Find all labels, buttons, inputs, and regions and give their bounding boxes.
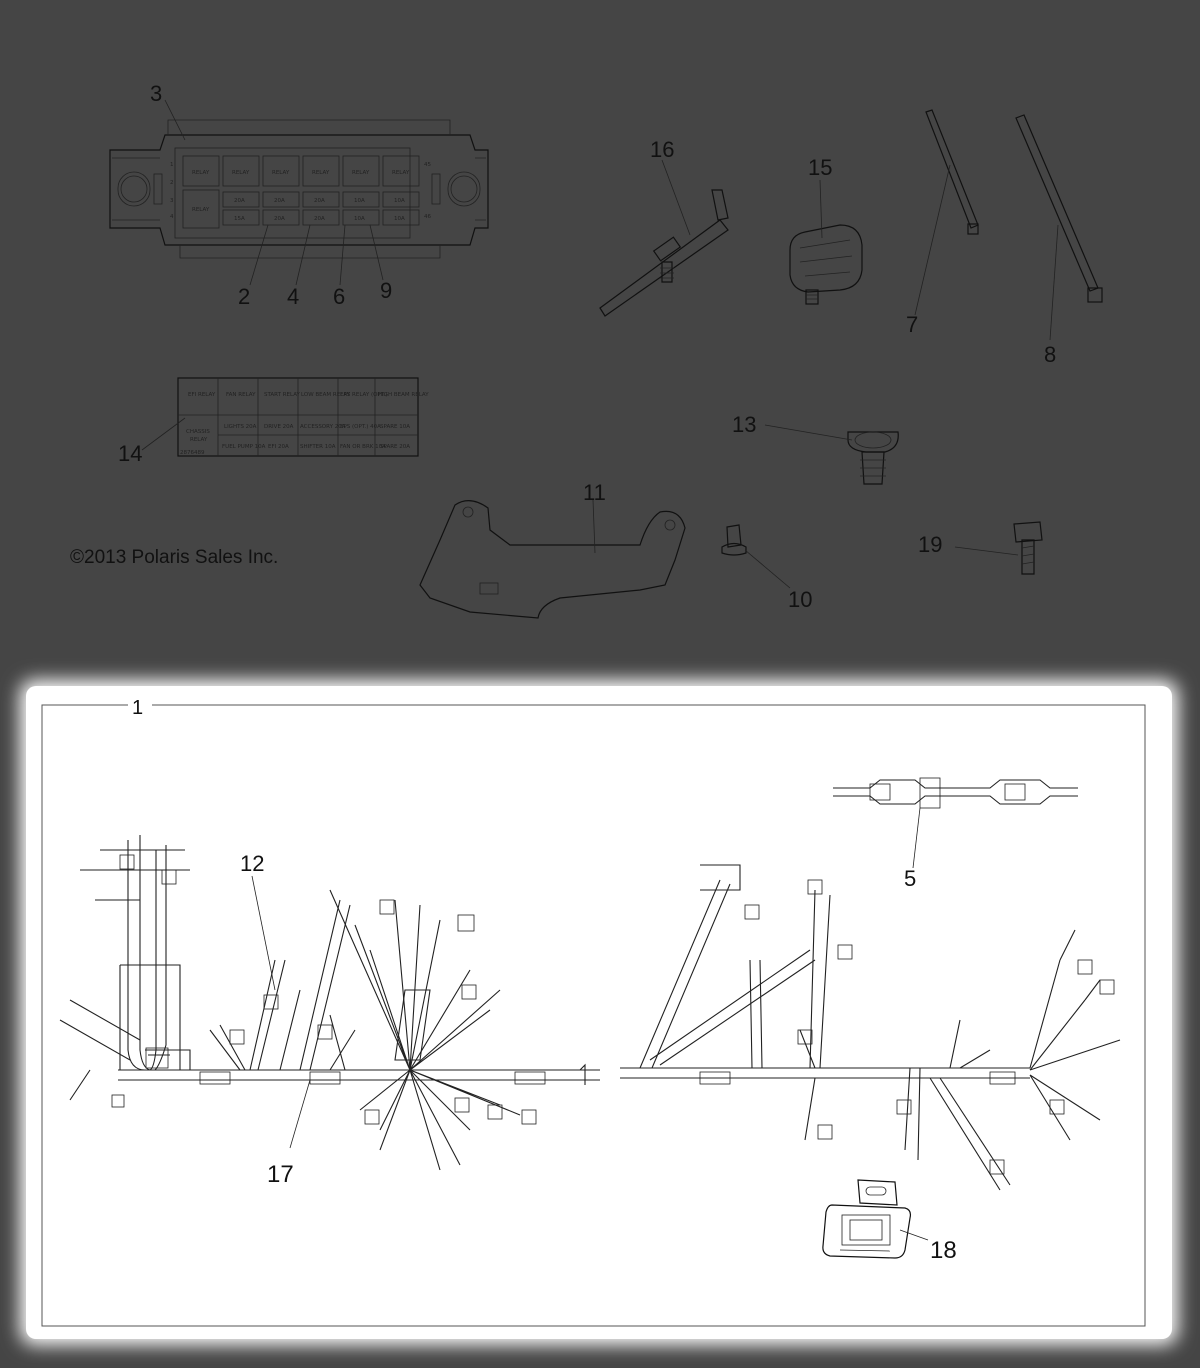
relay-label: RELAY (272, 170, 290, 176)
callout-19: 19 (918, 532, 942, 557)
row-label: 3 (170, 198, 174, 204)
card-part-no: 2876489 (180, 450, 205, 456)
long-cable-tie-part-8 (1015, 114, 1103, 303)
card-cell: LIGHTS 20A (224, 424, 257, 430)
fuse-box-part: RELAY RELAY RELAY RELAY RELAY RELAY RELA… (109, 119, 489, 259)
card-header: HIGH BEAM RELAY (378, 392, 429, 398)
callout-18: 18 (930, 1237, 957, 1264)
leader-line (249, 224, 269, 286)
leader-line (661, 159, 691, 236)
row-label: 4 (170, 214, 174, 220)
leader-line (744, 549, 791, 589)
fuse-label: 20A (314, 216, 325, 222)
relay-label: RELAY (192, 170, 210, 176)
leader-line (819, 179, 823, 239)
side-label: 46 (424, 214, 431, 220)
fuse-label: 10A (354, 198, 365, 204)
card-header: FAN RELAY (226, 392, 256, 398)
leader-line (295, 224, 311, 286)
callout-1: 1 (132, 697, 143, 719)
copyright-text: ©2013 Polaris Sales Inc. (70, 547, 278, 568)
fuse-box-text: RELAY RELAY RELAY RELAY RELAY RELAY RELA… (170, 162, 431, 222)
side-label: 45 (424, 162, 431, 168)
fuse-label: 20A (274, 216, 285, 222)
card-cell: ACCESSORY 20A (300, 424, 346, 430)
long-cable-tie-part (925, 109, 979, 235)
leader-line (764, 424, 853, 441)
callout-2: 2 (238, 284, 250, 309)
fuse-label-card: EFI RELAY FAN RELAY START RELAY LOW BEAM… (177, 377, 429, 457)
callout-14: 14 (118, 441, 142, 466)
fuse-label: 10A (394, 216, 405, 222)
card-header: EPS RELAY (OPT.) (340, 392, 387, 398)
card-cell: DRIVE 20A (264, 424, 294, 430)
leader-line (899, 1229, 929, 1241)
bracket-part (419, 500, 686, 619)
row-label: 1 (170, 162, 174, 168)
leader-line (141, 417, 186, 451)
leader-line (369, 224, 384, 281)
callout-4: 4 (287, 284, 299, 309)
card-header: EFI RELAY (188, 392, 216, 398)
card-cell: FAN OR BRK 10A (340, 444, 386, 450)
relay-label: RELAY (232, 170, 250, 176)
card-cell: SPARE 20A (380, 444, 410, 450)
callout-7: 7 (906, 312, 918, 337)
relay-label: RELAY (312, 170, 330, 176)
leader-line (289, 1079, 311, 1149)
leader-line (592, 499, 596, 554)
fuse-label: 10A (394, 198, 405, 204)
callout-11: 11 (583, 480, 606, 505)
row-label: 2 (170, 180, 174, 186)
card-cell: SHIFTER 10A (300, 444, 336, 450)
callout-8: 8 (1044, 342, 1056, 367)
connector-clip-part (789, 224, 863, 305)
fuse-label: 15A (234, 216, 245, 222)
card-header: LOW BEAM RELAY (301, 392, 351, 398)
cable-tie-clip-part (599, 189, 729, 317)
leader-line (1049, 224, 1059, 341)
fuse-label: 20A (274, 198, 285, 204)
callout-5: 5 (904, 866, 916, 891)
left-harness-drawing (59, 835, 600, 1171)
right-harness-drawing (620, 864, 1121, 1191)
frame-border (41, 704, 1146, 1327)
relay-label: RELAY (352, 170, 370, 176)
callout-17: 17 (267, 1161, 294, 1188)
leader-line (954, 546, 1019, 556)
relay-label: RELAY (192, 207, 210, 213)
leader-line (164, 99, 186, 141)
p-clamp-part (847, 431, 899, 485)
card-cell: SPARE 10A (380, 424, 410, 430)
callout-6: 6 (333, 284, 345, 309)
callout-12: 12 (240, 851, 264, 876)
push-rivet-part (721, 524, 747, 556)
leader-line (339, 224, 346, 286)
harness-label-part (822, 1179, 912, 1259)
card-header: START RELAY (264, 392, 301, 398)
callout-10: 10 (788, 587, 812, 612)
leader-line (251, 875, 276, 991)
leader-line (914, 164, 951, 316)
fuse-label: 20A (234, 198, 245, 204)
frame-panel (26, 686, 1172, 1339)
card-cell: EFI 20A (268, 444, 289, 450)
card-left: CHASSIS (186, 429, 210, 435)
callout-13: 13 (732, 412, 756, 437)
callout-16: 16 (650, 137, 674, 162)
fuse-box-cells (182, 155, 420, 229)
fuse-label: 10A (354, 216, 365, 222)
card-cell: EPS (OPT.) 40A (340, 424, 381, 430)
card-cell: FUEL PUMP 10A (222, 444, 266, 450)
callout-15: 15 (808, 155, 832, 180)
leader-line (912, 807, 921, 869)
relay-label: RELAY (392, 170, 410, 176)
callout-9: 9 (380, 278, 392, 303)
card-left: RELAY (190, 437, 208, 443)
jumper-harness-part (833, 777, 1078, 809)
bolt-part (1013, 521, 1043, 575)
callout-3: 3 (150, 81, 162, 106)
fuse-label: 20A (314, 198, 325, 204)
